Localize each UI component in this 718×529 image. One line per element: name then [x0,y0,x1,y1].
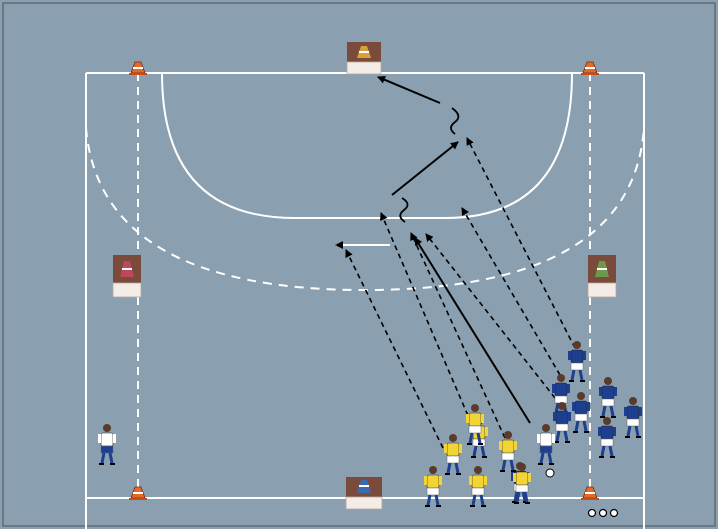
cone-box-icon [347,42,381,74]
six-meter-line [162,73,572,218]
player-yellow [444,434,462,474]
ball-icon [611,510,618,517]
player-blue [599,377,617,417]
cone-icon [581,62,599,75]
ball-reserve [589,510,618,517]
cone-icon [129,62,147,75]
player-coach [537,424,555,464]
pass-paths [336,77,530,423]
cone-icon [129,487,147,500]
ball-icon [600,510,607,517]
player-yellow [424,466,442,506]
cone-box-icon [588,255,616,297]
cone-box-icon [113,255,141,297]
player-yellow [469,466,487,506]
ball-icon [589,510,596,517]
nine-meter-line [86,128,644,290]
player-blue [624,397,642,437]
court-lines [86,73,644,529]
run-paths [346,138,575,448]
player-blue [598,417,616,457]
player-yellow [499,431,517,471]
ball-icon [546,469,554,477]
cone-box-icon [346,477,382,509]
player-blue [568,341,586,381]
cone-icon [581,487,599,500]
player-sideline [98,424,116,464]
player-blue [572,392,590,432]
